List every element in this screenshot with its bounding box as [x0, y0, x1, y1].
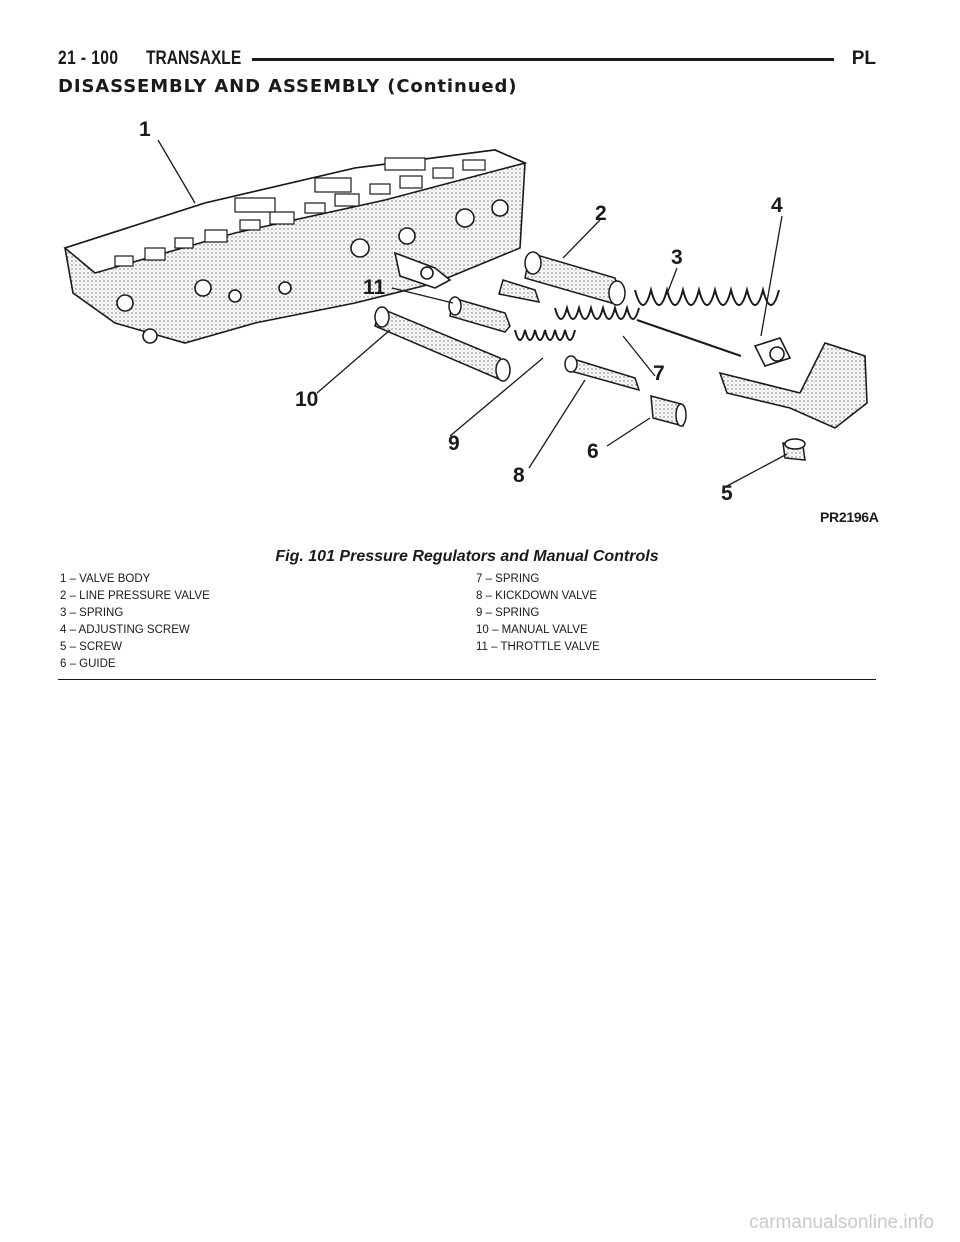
legend-item: 2 – LINE PRESSURE VALVE: [60, 590, 210, 602]
figure-caption: Fig. 101 Pressure Regulators and Manual …: [275, 548, 659, 565]
callout-6: 6: [587, 440, 599, 463]
legend-item: 5 – SCREW: [60, 641, 122, 653]
legend-item: 10 – MANUAL VALVE: [476, 624, 588, 636]
spring-7-drawing: [554, 304, 640, 320]
legend-item: 9 – SPRING: [476, 607, 540, 619]
legend-column-right: 7 – SPRING 8 – KICKDOWN VALVE 9 – SPRING…: [476, 571, 600, 656]
chapter-title: TRANSAXLE: [146, 48, 242, 69]
watermark: carmanualsonline.info: [749, 1212, 934, 1233]
legend-bottom-rule: [58, 679, 876, 680]
callout-1: 1: [139, 118, 151, 141]
callout-10: 10: [295, 388, 318, 411]
callout-2: 2: [595, 202, 607, 225]
adjusting-bracket-drawing: [718, 337, 868, 429]
valve-body-drawing: [63, 149, 528, 344]
callout-8: 8: [513, 464, 525, 487]
legend-item: 3 – SPRING: [60, 607, 124, 619]
screw-drawing: [782, 438, 806, 461]
figure-code: PR2196A: [820, 509, 879, 525]
callout-9: 9: [448, 432, 460, 455]
callout-4: 4: [771, 194, 783, 217]
line-pressure-valve-drawing: [524, 251, 626, 306]
callout-5: 5: [721, 482, 733, 505]
callout-3: 3: [671, 246, 683, 269]
legend-column-left: 1 – VALVE BODY 2 – LINE PRESSURE VALVE 3…: [60, 571, 210, 673]
page-number: 21 - 100: [58, 48, 119, 69]
exploded-view-illustration: 1 2 3 4 5 6 7 8 9 10 11: [63, 118, 868, 505]
spring-9-drawing: [514, 329, 576, 341]
legend-item: 4 – ADJUSTING SCREW: [60, 624, 190, 636]
legend-item: 11 – THROTTLE VALVE: [476, 641, 600, 653]
spring-3-drawing: [634, 286, 780, 357]
manual-valve-drawing: [374, 306, 511, 382]
legend-item: 8 – KICKDOWN VALVE: [476, 590, 597, 602]
leader-lines: [157, 139, 788, 487]
guide-drawing: [650, 394, 687, 428]
page-header: 21 - 100 TRANSAXLE PL: [58, 46, 876, 74]
section-title: DISASSEMBLY AND ASSEMBLY (Continued): [58, 76, 518, 97]
throttle-valve-drawing: [448, 279, 541, 333]
model-code: PL: [851, 48, 876, 69]
header-rule: [252, 58, 834, 61]
callout-11: 11: [363, 276, 386, 299]
legend-item: 6 – GUIDE: [60, 658, 116, 670]
legend-item: 7 – SPRING: [476, 573, 540, 585]
kickdown-valve-drawing: [564, 355, 641, 392]
callout-7: 7: [653, 362, 665, 385]
legend-item: 1 – VALVE BODY: [60, 573, 151, 585]
